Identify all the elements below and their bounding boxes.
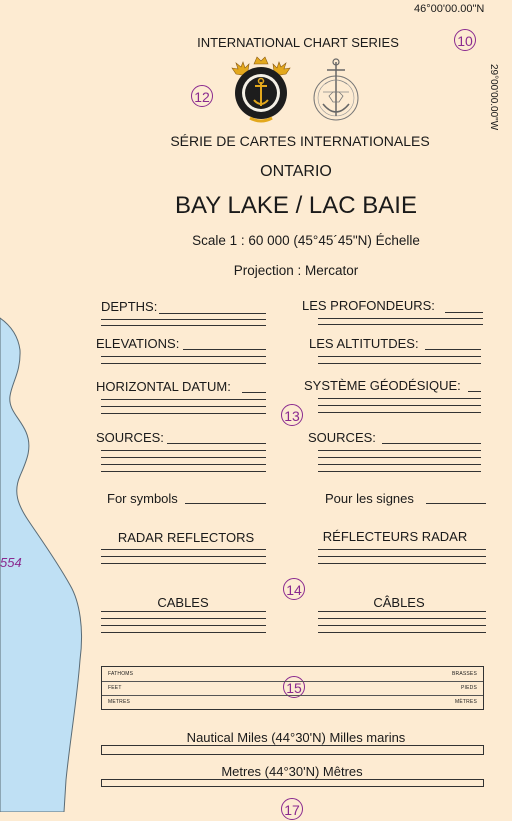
units-pieds: PIEDS	[460, 685, 477, 691]
depths-label-fr: LES PROFONDEURS:	[302, 298, 435, 313]
nautical-miles-scale-label: Nautical Miles (44°30'N) Milles marins	[186, 730, 406, 745]
callout-13: 13	[281, 404, 303, 426]
projection-text: Projection : Mercator	[233, 263, 359, 278]
depths-label-en: DEPTHS:	[101, 299, 158, 314]
series-title-fr: SÉRIE DE CARTES INTERNATIONALES	[170, 133, 430, 149]
callout-17: 17	[281, 798, 303, 820]
cables-label-fr: CÂBLES	[373, 595, 425, 610]
radar-label-en: RADAR REFLECTORS	[117, 530, 255, 545]
units-metres-fr: MÈTRES	[454, 699, 477, 705]
side-coordinate: 29°00'00.00"W	[488, 64, 499, 131]
series-title-en: INTERNATIONAL CHART SERIES	[197, 35, 399, 50]
units-brasses: BRASSES	[451, 671, 477, 677]
metres-scale-label: Metres (44°30'N) Mêtres	[221, 764, 363, 779]
units-fathoms: FATHOMS	[108, 671, 134, 677]
units-metres: METRES	[108, 699, 131, 705]
units-feet: FEET	[108, 685, 122, 691]
symbols-label-en: For symbols	[107, 491, 178, 506]
province: ONTARIO	[260, 163, 332, 180]
canadian-hydrographic-service-emblem-icon	[231, 56, 291, 123]
datum-label-en: HORIZONTAL DATUM:	[96, 379, 231, 394]
callout-14: 14	[283, 578, 305, 600]
cables-label-en: CABLES	[157, 595, 209, 610]
symbols-label-fr: Pour les signes	[325, 491, 414, 506]
metres-scale-bar	[101, 779, 484, 787]
radar-label-fr: RÉFLECTEURS RADAR	[322, 529, 468, 544]
iho-emblem-icon	[313, 58, 359, 121]
datum-label-fr: SYSTÈME GÉODÉSIQUE:	[304, 378, 461, 393]
lake-shoreline	[0, 317, 83, 812]
depths-line-en	[159, 313, 266, 314]
elevations-label-fr: LES ALTITUTDES:	[309, 336, 419, 351]
corner-coordinate: 46°00'00.00"N	[414, 3, 485, 15]
sources-label-fr: SOURCES:	[308, 430, 376, 445]
elevations-label-en: ELEVATIONS:	[96, 336, 180, 351]
callout-10: 10	[454, 29, 476, 51]
callout-15: 15	[283, 676, 305, 698]
chart-title: BAY LAKE / LAC BAIE	[175, 192, 417, 219]
sources-label-en: SOURCES:	[96, 430, 164, 445]
scale-text: Scale 1 : 60 000 (45°45´45"N) Échelle	[192, 233, 420, 248]
callout-12: 12	[191, 85, 213, 107]
nautical-miles-scale-bar	[101, 745, 484, 755]
depth-label: 554	[0, 555, 22, 570]
units-conversion-box: FATHOMS BRASSES FEET PIEDS METRES MÈTRES	[101, 666, 484, 710]
